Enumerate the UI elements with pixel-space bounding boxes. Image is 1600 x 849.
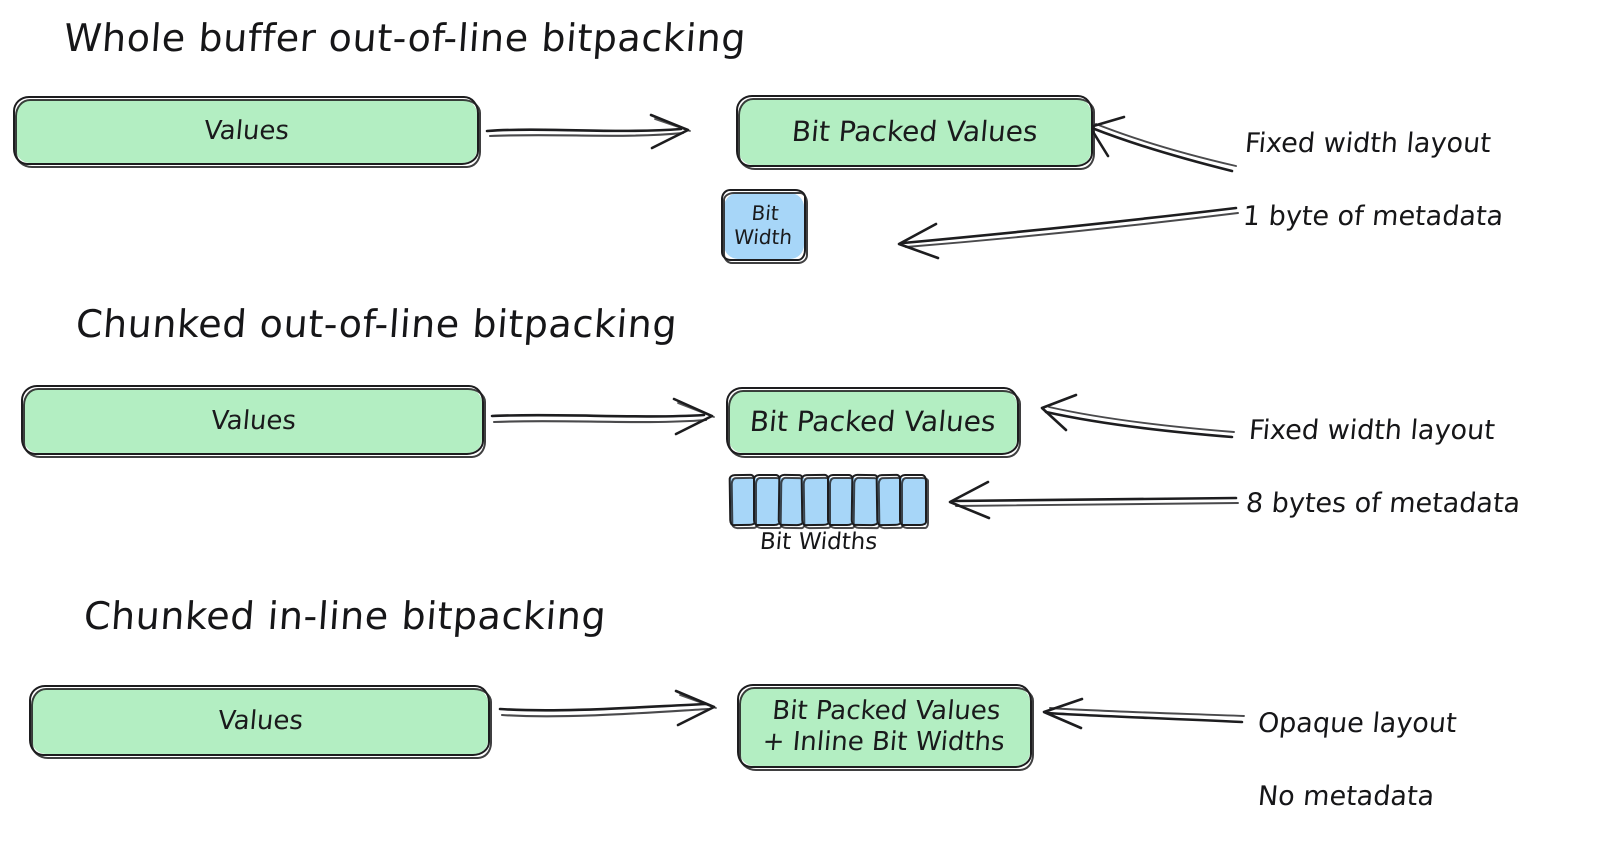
values-box-2: Values [21,385,486,458]
bit-packed-values-box-2-label: Bit Packed Values [748,405,998,439]
bit-width-cell [851,477,879,526]
bit-width-box-1: Bit Width [721,189,808,264]
leader-fixed-width-1 [1088,115,1237,173]
leader-metadata-2 [948,480,1239,520]
bit-width-cell [778,477,804,526]
bit-width-cell [899,474,929,529]
arrow-values-to-packed-1 [485,113,691,150]
bit-packed-values-box-1: Bit Packed Values [736,95,1095,170]
bit-packed-values-box-1-label: Bit Packed Values [790,115,1040,149]
bit-width-cell [827,474,856,529]
bit-width-cell [729,477,756,526]
values-box-3-label: Values [216,706,304,737]
bit-packed-values-box-2: Bit Packed Values [726,387,1021,458]
leader-opaque-layout-3 [1042,697,1245,730]
leader-metadata-1 [897,206,1239,260]
values-box-1-label: Values [202,116,291,147]
arrow-values-to-packed-2 [490,397,715,436]
bit-width-box-1-label: Bit Width [732,201,794,249]
bit-width-cell [801,477,830,526]
values-box-2-label: Values [209,405,297,436]
values-box-3: Values [29,685,492,759]
bit-packed-inline-box-3: Bit Packed Values + Inline Bit Widths [737,684,1034,771]
arrow-values-to-packed-3 [498,689,717,727]
bit-width-cell [753,474,783,529]
bit-width-cell [876,477,902,526]
leader-fixed-width-2 [1040,393,1235,439]
bit-widths-strip-2 [729,474,929,529]
bit-packed-inline-box-3-label: Bit Packed Values + Inline Bit Widths [761,696,1006,757]
values-box-1: Values [13,96,481,168]
